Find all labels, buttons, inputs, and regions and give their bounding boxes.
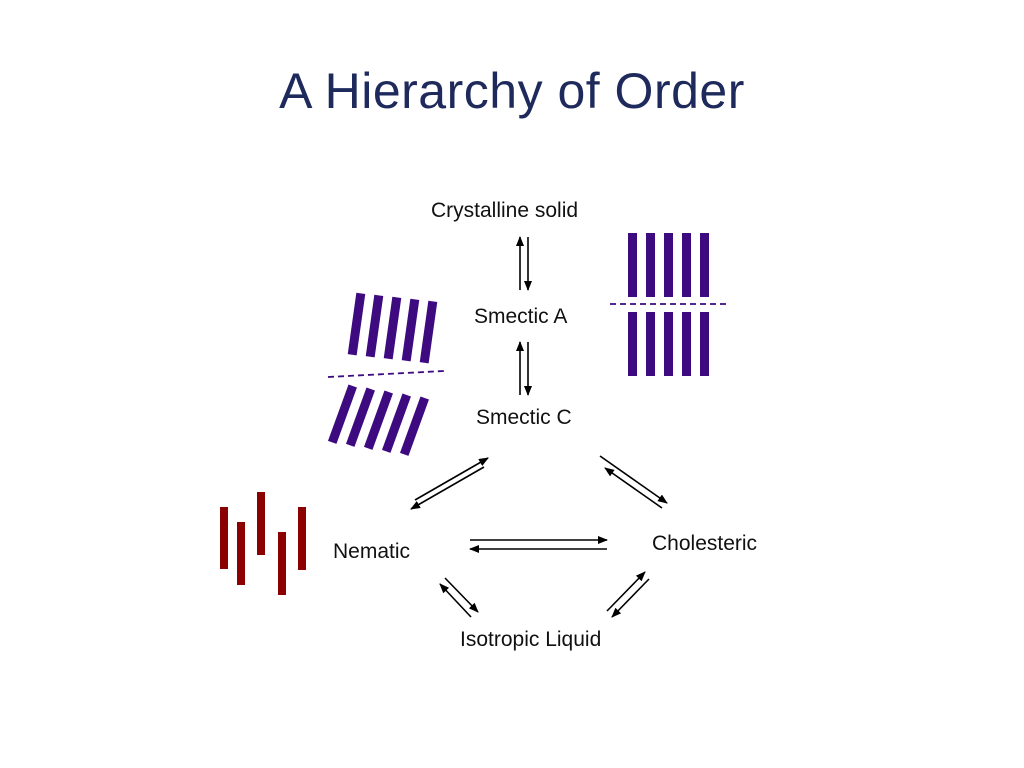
- slide-title: A Hierarchy of Order: [279, 63, 745, 119]
- phase-isotropic-liquid: Isotropic Liquid: [460, 628, 602, 651]
- smectic-c-illustration: [327, 292, 445, 456]
- phase-smectic-c: Smectic C: [476, 406, 572, 429]
- equilibrium-smectic-a-smectic-c: [516, 341, 532, 396]
- equilibrium-crystal-smectic-a: [516, 236, 532, 291]
- equilibrium-nematic-isotropic: [439, 577, 479, 618]
- phase-cholesteric: Cholesteric: [652, 532, 758, 555]
- equilibrium-nematic-cholesteric: [469, 536, 608, 553]
- smectic-a-illustration: [610, 233, 727, 376]
- phase-smectic-a: Smectic A: [474, 305, 568, 328]
- equilibrium-smectic-c-cholesteric: [599, 455, 668, 509]
- nematic-illustration: [220, 492, 306, 595]
- equilibrium-smectic-c-nematic: [410, 457, 489, 510]
- equilibrium-cholesteric-isotropic: [606, 571, 650, 618]
- phase-nematic: Nematic: [333, 540, 411, 563]
- phase-crystalline-solid: Crystalline solid: [431, 199, 579, 222]
